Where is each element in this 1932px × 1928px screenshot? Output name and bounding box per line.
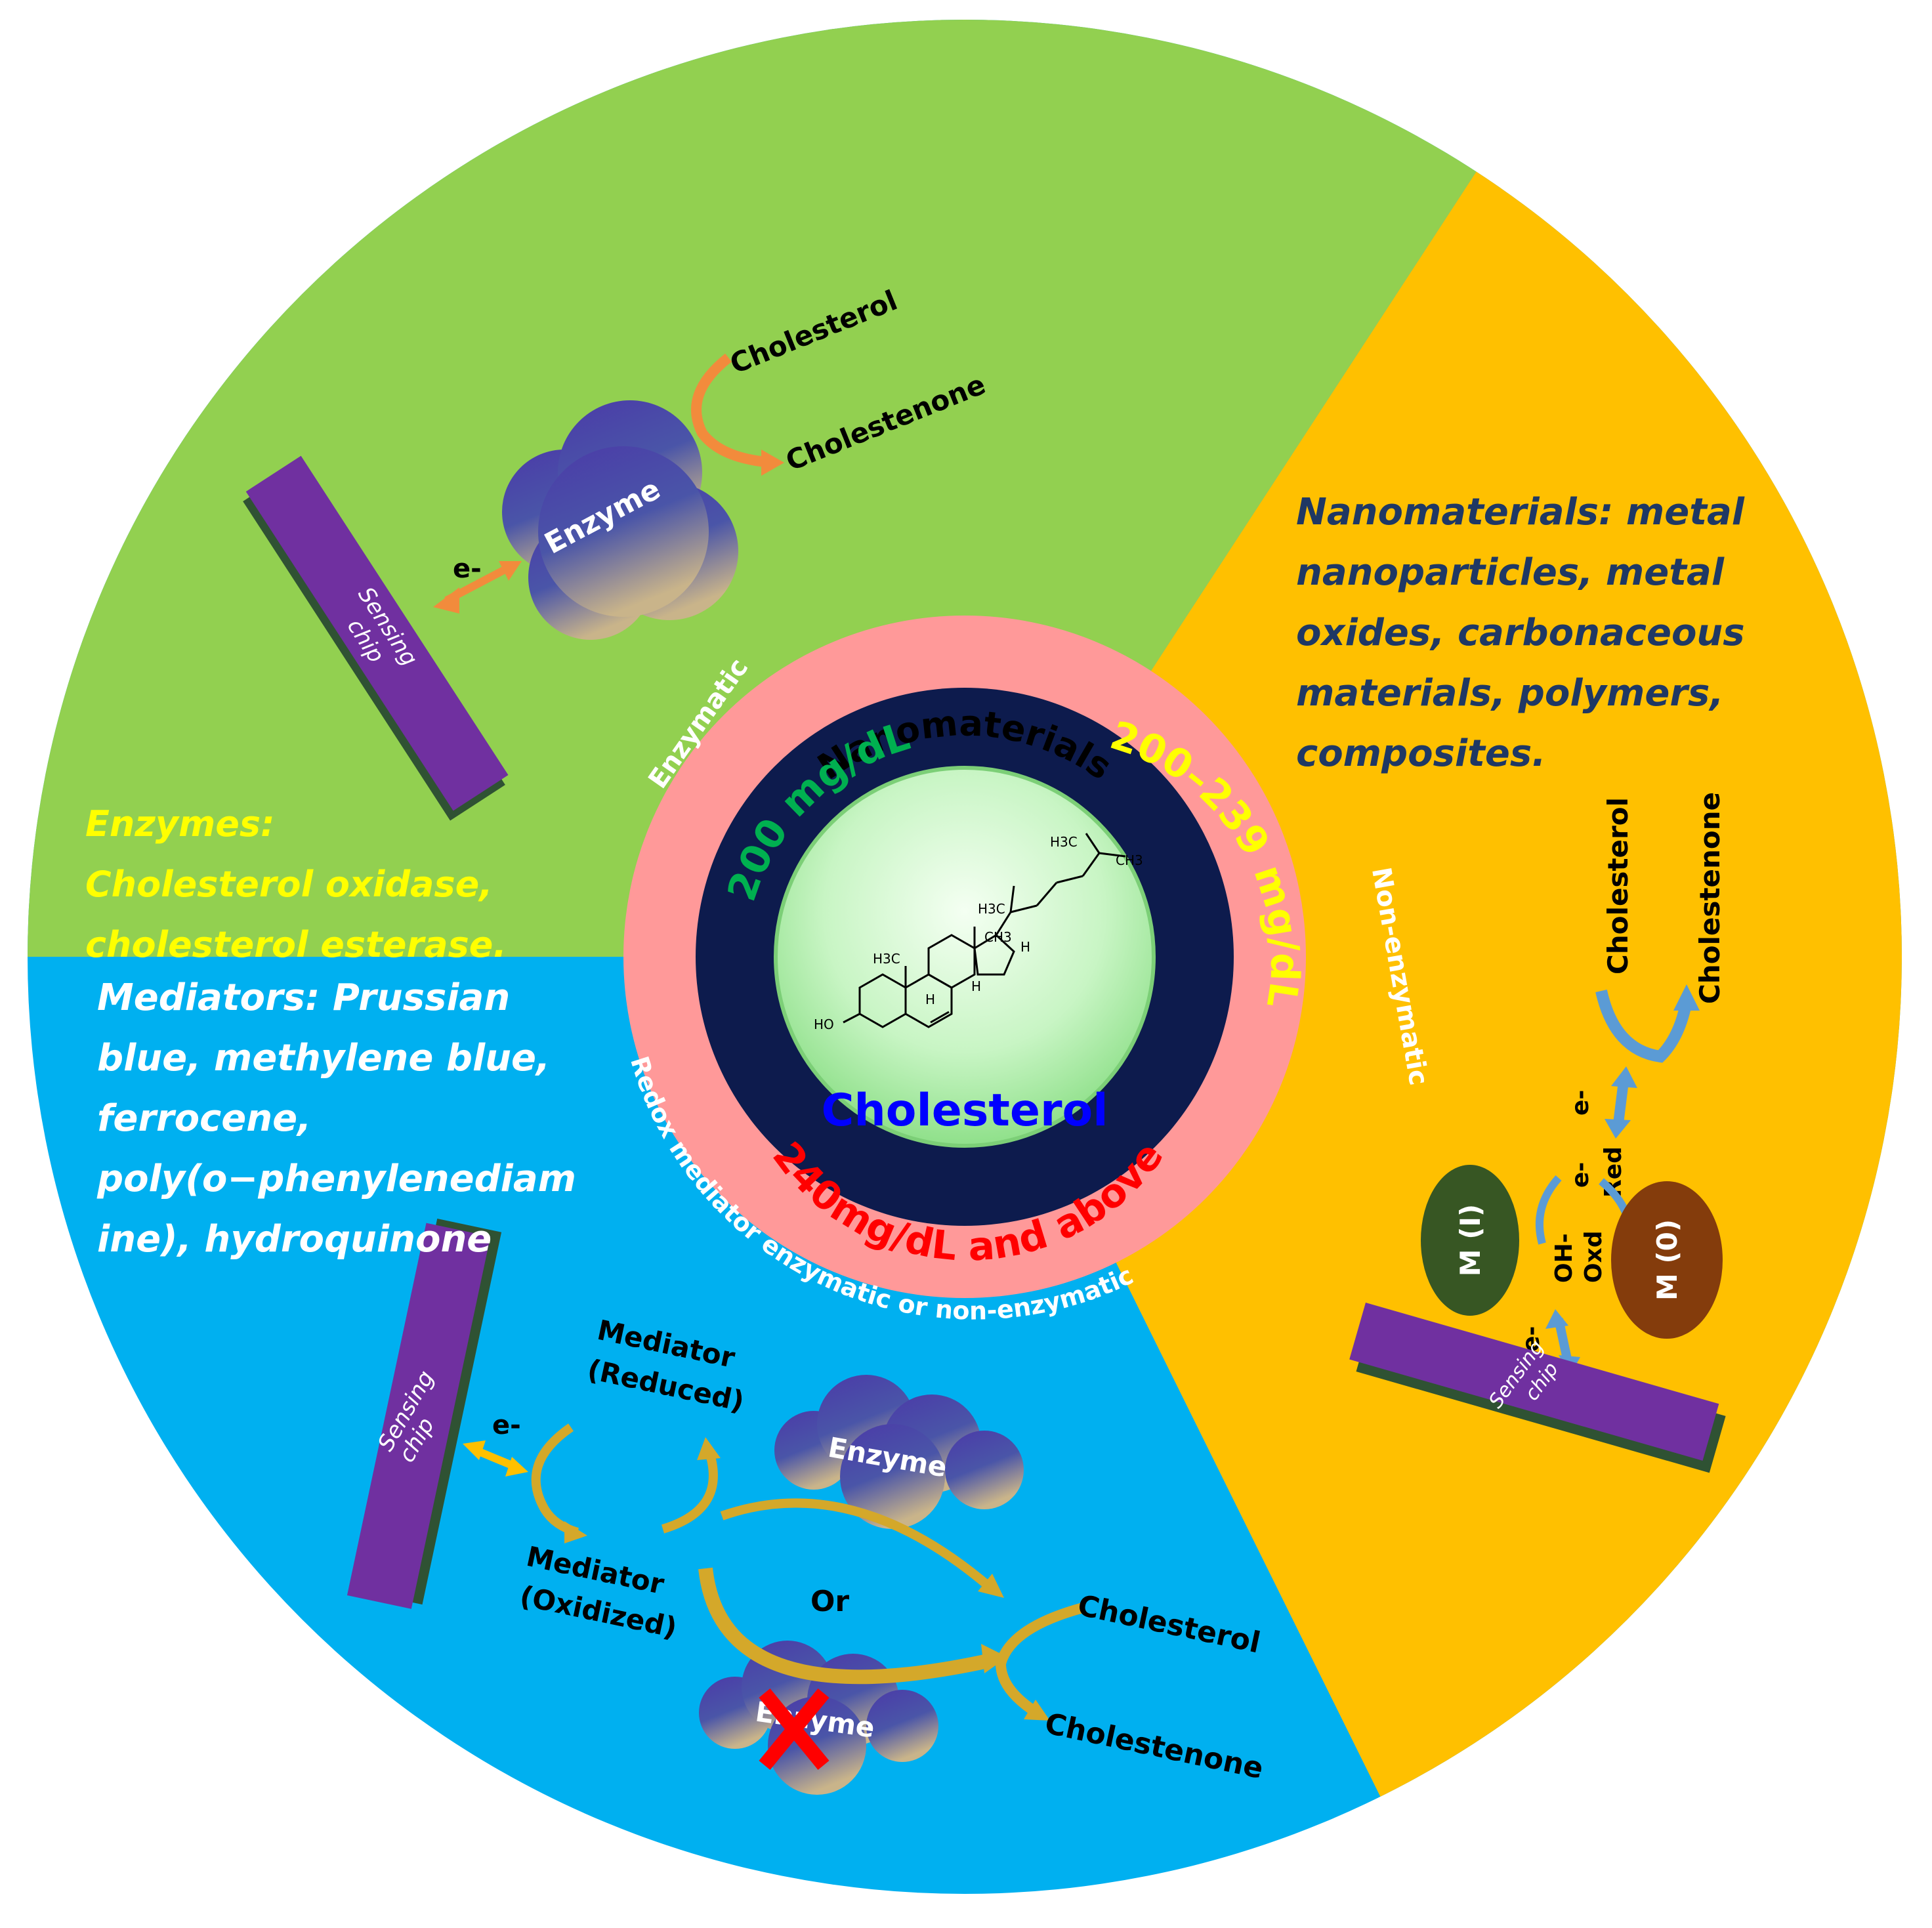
redox-enzyme-cloud [774, 1375, 1024, 1529]
non-enzymatic-electron-label-2: e- [1567, 1162, 1594, 1188]
redox-description-line: blue, methylene blue, [97, 1037, 551, 1079]
mediator-cycle-right [661, 1448, 718, 1534]
redox-description-line: Mediators: Prussian [97, 976, 511, 1019]
redox-description-line: poly(o−phenylenediam [97, 1158, 576, 1200]
enzymatic-electron-label: e- [453, 554, 482, 584]
redox-electron-label: e- [492, 1410, 521, 1440]
redox-or-label: Or [810, 1585, 849, 1618]
redox-non-enzyme-path-arrow [698, 1567, 993, 1685]
redox-description: Mediators: Prussian blue, methylene blue… [97, 968, 576, 1270]
non-enzymatic-description-line: materials, polymers, [1296, 672, 1724, 715]
non-enzymatic-panel: Cholesterol Cholestenone e- e- Red OH- O… [1349, 792, 1726, 1473]
metal-0-ellipse [1611, 1181, 1723, 1339]
enzymatic-description-line: cholesterol esterase. [85, 924, 507, 965]
non-enzymatic-description: Nanomaterials: metal nanoparticles, meta… [1296, 482, 1745, 784]
non-enzymatic-substrate-label: Cholesterol [1602, 797, 1634, 974]
center-label: Cholesterol [821, 1085, 1108, 1137]
red-cross-icon [759, 1688, 830, 1770]
redox-description-line: ine), hydroquinone [97, 1218, 492, 1261]
enzymatic-reaction-arrow [691, 353, 775, 468]
non-enzymatic-reaction-arrow [1595, 989, 1692, 1063]
redox-enzyme-path-arrow [720, 1498, 994, 1592]
non-enzymatic-hydroxide-label: OH- [1551, 1233, 1578, 1283]
non-enzymatic-sensing-chip: Sensing chip [1349, 1302, 1726, 1473]
molecule-label-h3c-top: H3C [1050, 834, 1078, 850]
redox-reaction-arrow [995, 1603, 1085, 1717]
enzymatic-description-line: Cholesterol oxidase, [85, 864, 493, 905]
non-enzymatic-description-line: nanoparticles, metal [1296, 551, 1725, 594]
non-enzymatic-cycle-left [1535, 1175, 1562, 1245]
non-enzymatic-description-line: Nanomaterials: metal [1296, 491, 1744, 534]
enzyme-cloud [502, 400, 738, 640]
molecule-label-h3c-chain: H3C [978, 901, 1005, 917]
molecule-label-ch3-top: CH3 [1116, 852, 1143, 868]
molecule-label-ho: HO [814, 1016, 834, 1032]
metal-i-label: M (I) [1454, 1204, 1486, 1276]
redox-description-line: ferrocene, [97, 1097, 312, 1140]
enzymatic-description-line: Enzymes: [85, 803, 275, 845]
non-enzymatic-electron-label-1: e- [1567, 1090, 1594, 1116]
non-enzymatic-description-line: oxides, carbonaceous [1296, 612, 1745, 654]
cholesterol-core [774, 766, 1156, 1148]
non-enzymatic-oxd-label: Oxd [1580, 1230, 1607, 1283]
molecule-label-h-14: H [971, 978, 981, 994]
molecule-label-h3c-ring: H3C [873, 951, 900, 967]
redox-electron-arrow [474, 1446, 517, 1471]
non-enzymatic-description-line: composites. [1296, 732, 1546, 775]
metal-i-ellipse [1421, 1165, 1519, 1316]
molecule-label-h-9: H [925, 992, 935, 1007]
cholesterol-structure [843, 833, 1126, 1028]
metal-0-label: M (0) [1651, 1219, 1683, 1301]
molecule-label-h-17: H [1020, 939, 1030, 955]
non-enzymatic-product-label: Cholestenone [1694, 792, 1726, 1004]
mediator-cycle-left [531, 1423, 579, 1537]
enzymatic-description: Enzymes: Cholesterol oxidase, cholestero… [85, 794, 507, 975]
redox-panel: Sensing chip e- Mediator (Reduced) Media… [346, 1218, 1266, 1795]
molecule-label-ch3-ring: CH3 [984, 929, 1012, 945]
